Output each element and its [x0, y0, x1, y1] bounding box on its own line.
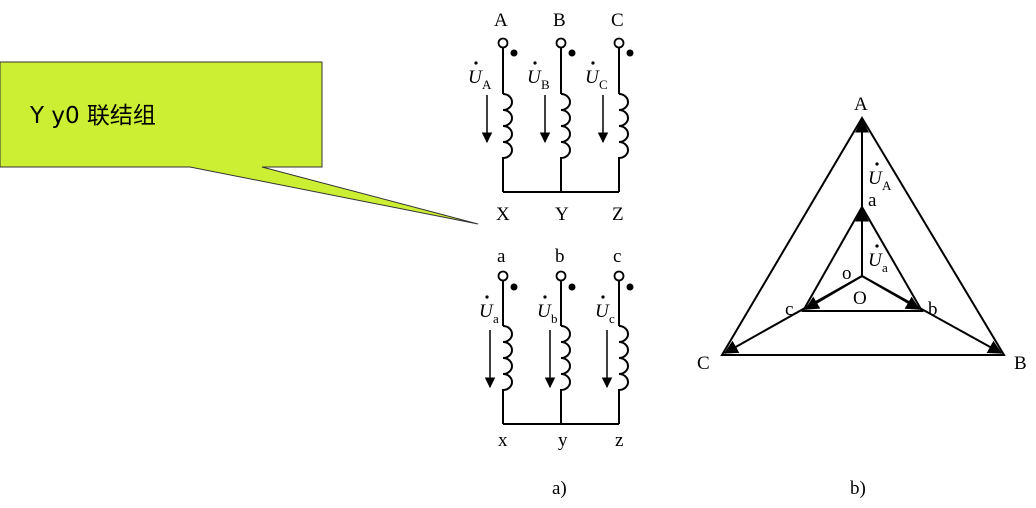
svg-text:A: A: [482, 77, 492, 92]
vertex-label-A: A: [854, 94, 868, 115]
svg-text:U: U: [468, 67, 483, 88]
svg-text:U: U: [868, 250, 883, 271]
coil-A: [502, 93, 513, 192]
end-label-Y: Y: [555, 204, 569, 225]
secondary-winding: a b c U a U b U c x: [479, 246, 634, 451]
neutral-label-O: O: [853, 288, 867, 309]
terminal-label-a: a: [497, 246, 506, 267]
end-label-y: y: [558, 430, 568, 451]
primary-winding: A B C U A U B: [468, 10, 634, 225]
phasor-voltage-label-UA: U A: [868, 162, 892, 193]
callout-box: [0, 61, 479, 225]
terminal-label-B: B: [553, 10, 566, 31]
vertex-label-B: B: [1014, 353, 1027, 374]
terminal-c: [613, 270, 625, 282]
coil-B: [560, 93, 571, 192]
polarity-dot: [510, 283, 518, 291]
voltage-label-UC: U C: [585, 61, 608, 92]
caption-b: b): [850, 478, 866, 499]
caption-a: a): [552, 478, 567, 499]
svg-text:C: C: [599, 77, 608, 92]
terminal-B: [555, 37, 567, 49]
voltage-label-UA: U A: [468, 61, 492, 92]
voltage-label-Uc: U c: [595, 295, 615, 326]
terminal-label-b: b: [555, 246, 565, 267]
terminal-label-c: c: [613, 246, 621, 267]
phasor-diagram: A B C a b c o O U A U a: [697, 94, 1027, 374]
svg-text:c: c: [609, 311, 615, 326]
coil-a: [502, 325, 513, 424]
inner-triangle: [801, 204, 924, 312]
polarity-dot: [626, 49, 634, 57]
vertex-label-C: C: [697, 353, 710, 374]
svg-text:B: B: [541, 77, 550, 92]
polarity-dot: [626, 283, 634, 291]
voltage-label-UB: U B: [527, 61, 550, 92]
callout-label: Y y0 联结组: [29, 103, 156, 129]
terminal-b: [555, 270, 567, 282]
svg-text:U: U: [527, 67, 542, 88]
svg-text:U: U: [868, 168, 883, 189]
vertex-label-b: b: [928, 299, 938, 320]
terminal-label-A: A: [494, 10, 508, 31]
svg-text:U: U: [479, 301, 494, 322]
polarity-dot: [568, 283, 576, 291]
phasor-arrow-c: [804, 275, 863, 310]
vertex-label-c: c: [785, 299, 793, 320]
end-label-x: x: [498, 430, 508, 451]
svg-text:U: U: [585, 67, 600, 88]
coil-c: [618, 325, 629, 424]
end-label-X: X: [496, 204, 510, 225]
svg-text:U: U: [595, 301, 610, 322]
svg-text:a: a: [882, 260, 888, 275]
coil-C: [618, 93, 629, 192]
polarity-dot: [568, 49, 576, 57]
neutral-label-o: o: [842, 263, 852, 284]
svg-text:A: A: [882, 178, 892, 193]
phasor-voltage-label-Ua: U a: [868, 244, 888, 275]
phasor-arrow-b: [861, 275, 921, 310]
end-label-z: z: [615, 430, 623, 451]
voltage-label-Ua: U a: [479, 295, 499, 326]
coil-b: [560, 325, 571, 424]
polarity-dot: [510, 49, 518, 57]
svg-text:a: a: [493, 311, 499, 326]
svg-text:b: b: [551, 311, 558, 326]
outer-triangle: [720, 116, 1006, 356]
terminal-a: [497, 270, 509, 282]
terminal-C: [613, 37, 625, 49]
terminal-label-C: C: [611, 10, 624, 31]
vertex-label-a: a: [868, 190, 877, 211]
callout: Y y0 联结组: [0, 61, 479, 225]
end-label-Z: Z: [612, 204, 624, 225]
terminal-A: [497, 37, 509, 49]
svg-text:U: U: [537, 301, 552, 322]
voltage-label-Ub: U b: [537, 295, 558, 326]
